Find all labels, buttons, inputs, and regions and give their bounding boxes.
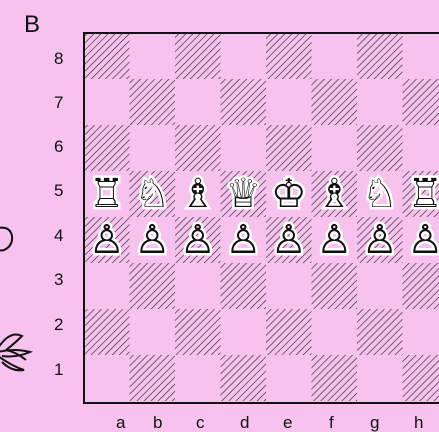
white-pawn-e4: ♙ <box>271 217 307 263</box>
square-d3 <box>221 263 267 309</box>
square-e1 <box>266 355 312 401</box>
square-d6 <box>221 125 267 171</box>
square-g3 <box>357 263 403 309</box>
square-d8 <box>221 33 267 79</box>
square-c2 <box>175 309 221 355</box>
white-queen-d5: ♕ <box>225 171 261 217</box>
square-e3 <box>266 263 312 309</box>
square-b7 <box>130 79 176 125</box>
square-a3 <box>84 263 130 309</box>
square-d7 <box>221 79 267 125</box>
square-e6 <box>266 125 312 171</box>
white-pawn-d4: ♙ <box>225 217 261 263</box>
file-label-g: g <box>370 413 379 432</box>
white-pawn-h4: ♙ <box>407 217 439 263</box>
rank-labels: 8 7 6 5 4 3 2 1 <box>54 49 63 379</box>
white-rook-h5: ♖ <box>407 171 439 217</box>
square-c7 <box>175 79 221 125</box>
white-pawn-f4: ♙ <box>316 217 352 263</box>
rank-label-8: 8 <box>54 49 63 68</box>
square-f1 <box>312 355 358 401</box>
white-bishop-f5: ♗ <box>316 171 352 217</box>
file-label-a: a <box>116 413 126 432</box>
square-g1 <box>357 355 403 401</box>
file-label-b: b <box>153 413 162 432</box>
square-a7 <box>84 79 130 125</box>
square-b8 <box>130 33 176 79</box>
square-a6 <box>84 125 130 171</box>
square-d2 <box>221 309 267 355</box>
square-e8 <box>266 33 312 79</box>
white-knight-g5: ♘ <box>362 171 398 217</box>
square-g6 <box>357 125 403 171</box>
white-king-e5: ♔ <box>271 171 307 217</box>
file-label-c: c <box>196 413 205 432</box>
square-e2 <box>266 309 312 355</box>
square-h2 <box>403 309 439 355</box>
square-h3 <box>403 263 439 309</box>
file-label-h: h <box>414 413 423 432</box>
white-knight-b5: ♘ <box>134 171 170 217</box>
rank-label-7: 7 <box>54 93 63 112</box>
square-h8 <box>403 33 439 79</box>
rank-label-5: 5 <box>54 181 63 200</box>
file-label-d: d <box>240 413 249 432</box>
square-c1 <box>175 355 221 401</box>
square-g7 <box>357 79 403 125</box>
square-e7 <box>266 79 312 125</box>
square-f8 <box>312 33 358 79</box>
white-pawn-b4: ♙ <box>134 217 170 263</box>
scribble-left-icon <box>0 228 12 251</box>
rank-label-4: 4 <box>54 226 63 245</box>
square-a1 <box>84 355 130 401</box>
file-label-e: e <box>283 413 292 432</box>
square-g8 <box>357 33 403 79</box>
rank-label-6: 6 <box>54 137 63 156</box>
square-b1 <box>130 355 176 401</box>
square-a8 <box>84 33 130 79</box>
square-b2 <box>130 309 176 355</box>
square-c8 <box>175 33 221 79</box>
square-g2 <box>357 309 403 355</box>
square-c3 <box>175 263 221 309</box>
square-f3 <box>312 263 358 309</box>
square-c6 <box>175 125 221 171</box>
square-h7 <box>403 79 439 125</box>
white-pawn-c4: ♙ <box>180 217 216 263</box>
flower-doodle-icon <box>0 335 30 371</box>
white-pawn-g4: ♙ <box>362 217 398 263</box>
square-f7 <box>312 79 358 125</box>
square-f2 <box>312 309 358 355</box>
file-labels: a b c d e f g h <box>116 413 423 432</box>
square-d1 <box>221 355 267 401</box>
square-a2 <box>84 309 130 355</box>
file-label-f: f <box>329 413 334 432</box>
diagram-label: B <box>24 11 40 38</box>
white-pawn-a4: ♙ <box>89 217 125 263</box>
square-f6 <box>312 125 358 171</box>
rank-label-3: 3 <box>54 270 63 289</box>
rank-label-2: 2 <box>54 315 63 334</box>
white-bishop-c5: ♗ <box>180 171 216 217</box>
rank-label-1: 1 <box>54 360 63 379</box>
square-h1 <box>403 355 439 401</box>
white-rook-a5: ♖ <box>89 171 125 217</box>
square-h6 <box>403 125 439 171</box>
square-b6 <box>130 125 176 171</box>
square-b3 <box>130 263 176 309</box>
